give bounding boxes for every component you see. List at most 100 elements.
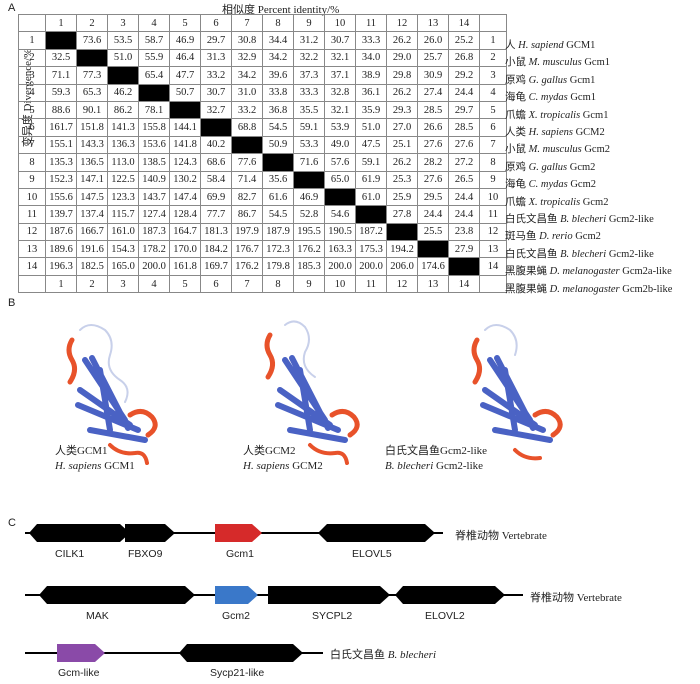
matrix-cell: 50.9 <box>262 135 294 155</box>
matrix-cell: 200.0 <box>324 257 356 276</box>
matrix-cell: 24.4 <box>448 187 480 207</box>
matrix-cell: 153.6 <box>138 135 170 155</box>
matrix-col-header: 13 <box>417 13 449 33</box>
legend-entry: 小鼠 M. musculus Gcm1 <box>505 57 611 69</box>
matrix-cell: 206.0 <box>386 257 418 276</box>
matrix-diagonal-cell <box>138 83 170 102</box>
matrix-row-header-right: 4 <box>479 83 507 102</box>
matrix-cell: 34.2 <box>262 48 294 68</box>
matrix-cell: 26.0 <box>417 31 449 50</box>
gene-block-gcm-like <box>57 644 105 662</box>
matrix-cell: 187.3 <box>138 222 170 242</box>
matrix-cell: 90.1 <box>76 100 108 120</box>
matrix-cell: 71.4 <box>231 170 263 189</box>
structure-caption-zh: 白氏文昌鱼Gcm2-like <box>385 445 488 457</box>
structure-caption-latin: H. sapiens GCM1 <box>55 460 135 472</box>
matrix-cell: 178.2 <box>138 240 170 259</box>
matrix-col-footer: 3 <box>107 274 139 294</box>
matrix-cell: 27.9 <box>448 240 480 259</box>
matrix-cell: 33.2 <box>231 100 263 120</box>
matrix-cell: 29.7 <box>200 31 232 50</box>
matrix-row-header-right: 10 <box>479 187 507 207</box>
matrix-cell: 39.6 <box>262 66 294 85</box>
matrix-cell: 141.8 <box>169 135 201 155</box>
matrix-cell: 36.8 <box>262 100 294 120</box>
matrix-cell: 123.3 <box>107 187 139 207</box>
matrix-cell: 185.3 <box>293 257 325 276</box>
structure-caption-latin: B. blecheri Gcm2-like <box>385 460 484 472</box>
matrix-cell: 143.7 <box>138 187 170 207</box>
matrix-row-header-right: 9 <box>479 170 507 189</box>
matrix-cell: 176.2 <box>231 257 263 276</box>
matrix-cell: 69.9 <box>200 187 232 207</box>
matrix-cell: 24.4 <box>417 205 449 224</box>
matrix-diagonal-cell <box>107 66 139 85</box>
legend-entry: 爪蟾 X. tropicalis Gcm2 <box>505 196 609 208</box>
matrix-cell: 163.3 <box>324 240 356 259</box>
gene-block-sycpl2 <box>268 586 390 604</box>
matrix-cell: 32.2 <box>293 48 325 68</box>
matrix-cell: 30.7 <box>324 31 356 50</box>
matrix-col-header: 7 <box>231 13 263 33</box>
matrix-cell: 51.0 <box>355 118 387 137</box>
matrix-cell: 113.0 <box>107 153 139 172</box>
matrix-row-header-right: 2 <box>479 48 507 68</box>
matrix-cell: 161.0 <box>107 222 139 242</box>
matrix-cell: 28.5 <box>448 118 480 137</box>
matrix-cell: 34.2 <box>231 66 263 85</box>
matrix-cell: 61.6 <box>262 187 294 207</box>
matrix-cell: 54.5 <box>262 118 294 137</box>
matrix-col-footer: 8 <box>262 274 294 294</box>
matrix-cell: 51.0 <box>107 48 139 68</box>
matrix-cell: 30.8 <box>231 31 263 50</box>
matrix-row-header: 8 <box>18 153 46 172</box>
matrix-row-header: 9 <box>18 170 46 189</box>
gene-block-gcm2 <box>215 586 258 604</box>
matrix-corner <box>18 274 46 294</box>
matrix-cell: 23.8 <box>448 222 480 242</box>
matrix-col-footer: 1 <box>45 274 77 294</box>
matrix-cell: 128.4 <box>169 205 201 224</box>
matrix-col-footer: 10 <box>324 274 356 294</box>
matrix-cell: 115.7 <box>107 205 139 224</box>
matrix-cell: 137.4 <box>76 205 108 224</box>
matrix-cell: 77.6 <box>231 153 263 172</box>
matrix-cell: 29.0 <box>386 48 418 68</box>
matrix-cell: 61.9 <box>355 170 387 189</box>
matrix-cell: 190.5 <box>324 222 356 242</box>
gene-label-gcm2: Gcm2 <box>222 610 251 622</box>
matrix-cell: 71.6 <box>293 153 325 172</box>
matrix-cell: 24.4 <box>448 83 480 102</box>
matrix-cell: 155.1 <box>45 135 77 155</box>
matrix-cell: 27.6 <box>417 170 449 189</box>
gene-label-gcm1: Gcm1 <box>226 548 255 560</box>
panel-c-label: C <box>8 517 16 529</box>
matrix-cell: 187.2 <box>355 222 387 242</box>
matrix-cell: 27.2 <box>448 153 480 172</box>
matrix-row-header-right: 1 <box>479 31 507 50</box>
matrix-cell: 57.6 <box>324 153 356 172</box>
gene-block-gcm1 <box>215 524 262 542</box>
identity-axis-title: 相似度 Percent identity/% <box>222 4 340 16</box>
matrix-cell: 151.8 <box>76 118 108 137</box>
matrix-row-header-right: 11 <box>479 205 507 224</box>
matrix-col-header: 6 <box>200 13 232 33</box>
matrix-diagonal-cell <box>262 153 294 172</box>
matrix-cell: 71.1 <box>45 66 77 85</box>
matrix-cell: 40.2 <box>200 135 232 155</box>
matrix-cell: 59.1 <box>355 153 387 172</box>
matrix-cell: 140.9 <box>138 170 170 189</box>
matrix-cell: 35.9 <box>355 100 387 120</box>
matrix-cell: 27.6 <box>448 135 480 155</box>
matrix-cell: 172.3 <box>262 240 294 259</box>
matrix-col-header: 10 <box>324 13 356 33</box>
matrix-cell: 36.1 <box>355 83 387 102</box>
matrix-cell: 164.7 <box>169 222 201 242</box>
matrix-cell: 191.6 <box>76 240 108 259</box>
matrix-row-header: 14 <box>18 257 46 276</box>
matrix-cell: 46.9 <box>293 187 325 207</box>
matrix-diagonal-cell <box>200 118 232 137</box>
gene-label-mak: MAK <box>86 610 109 622</box>
matrix-corner <box>479 274 507 294</box>
matrix-cell: 195.5 <box>293 222 325 242</box>
